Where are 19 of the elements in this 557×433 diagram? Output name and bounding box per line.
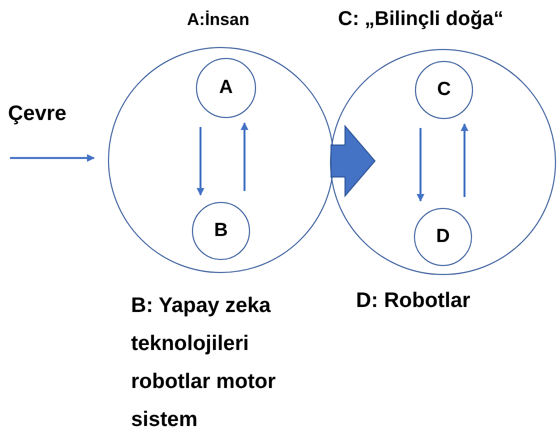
caption-text: A:İnsan xyxy=(187,10,250,30)
arrow xyxy=(10,154,95,162)
block-arrow xyxy=(330,124,376,198)
small-circle xyxy=(196,58,256,118)
caption-text: B: Yapay zeka teknolojileri robotlar motor sistem xyxy=(131,293,277,433)
circle-letter: D xyxy=(435,226,451,248)
caption-text: D: Robotlar xyxy=(356,289,470,313)
arrow xyxy=(240,122,248,191)
circle-letter: C xyxy=(436,79,452,101)
small-circle xyxy=(414,208,472,266)
arrow xyxy=(460,123,468,197)
arrow xyxy=(196,127,204,196)
small-circle xyxy=(192,202,250,260)
arrow xyxy=(416,128,424,202)
circle-letter: A xyxy=(218,77,234,99)
circle-letter: B xyxy=(213,220,229,242)
small-circle xyxy=(415,61,473,119)
caption-text: C: „Bilinçli doğa“ xyxy=(338,8,504,31)
edge-label: Çevre xyxy=(8,102,66,126)
